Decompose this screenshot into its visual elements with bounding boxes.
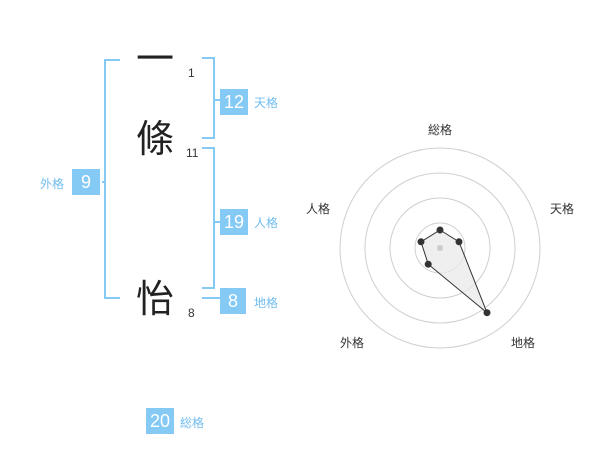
radar-center <box>437 245 443 251</box>
name-char-1: 一 <box>135 37 174 81</box>
gaikaku-bracket <box>104 59 120 299</box>
radar-label-soukaku: 総格 <box>428 123 453 137</box>
radar-label-jinkaku: 人格 <box>306 202 331 216</box>
radar-point-2 <box>483 309 491 317</box>
gaikaku-label: 外格 <box>40 177 65 191</box>
radar-point-3 <box>424 260 432 268</box>
jinkaku-label: 人格 <box>254 216 279 230</box>
name-char-3: 怡 <box>135 277 174 321</box>
radar-point-0 <box>436 226 444 234</box>
jinkaku-bracket <box>202 147 215 289</box>
tenkaku-value: 12 <box>220 89 248 115</box>
radar-label-chikaku: 地格 <box>511 336 536 350</box>
gaikaku-value: 9 <box>72 169 100 195</box>
soukaku-label: 総格 <box>180 416 205 430</box>
chikaku-value: 8 <box>220 288 246 314</box>
radar-ring-3 <box>364 172 516 324</box>
radar-point-4 <box>417 238 425 246</box>
tenkaku-bracket <box>202 57 215 139</box>
radar-chart <box>339 147 541 349</box>
radar-ring-4 <box>339 147 541 349</box>
stroke-count-1: 1 <box>188 66 195 80</box>
radar-ring-2 <box>389 197 491 299</box>
stroke-count-3: 8 <box>188 306 195 320</box>
name-char-2: 條 <box>135 117 174 161</box>
jinkaku-value: 19 <box>220 209 248 235</box>
soukaku-value: 20 <box>146 408 174 434</box>
chikaku-label: 地格 <box>254 296 279 310</box>
radar-label-gaikaku: 外格 <box>340 336 365 350</box>
radar-polygon <box>420 229 488 314</box>
stroke-count-2: 11 <box>186 146 199 160</box>
tenkaku-label: 天格 <box>254 96 279 110</box>
radar-point-1 <box>455 238 463 246</box>
radar-label-tenkaku: 天格 <box>550 202 575 216</box>
